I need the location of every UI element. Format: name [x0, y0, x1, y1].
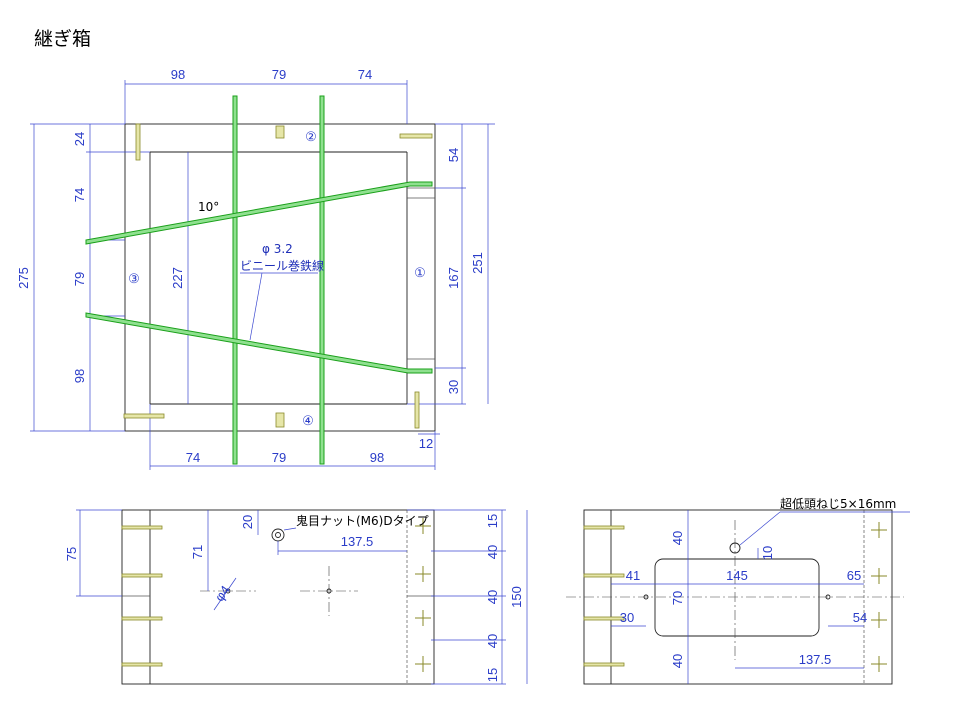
dim-phi4: φ4	[212, 583, 233, 604]
spring	[275, 125, 285, 139]
dim-right-40-a: 40	[485, 545, 500, 559]
dim-275: 275	[16, 267, 31, 289]
dim-10: 10	[760, 546, 775, 560]
side-view-1: 75 71 20 137.5 φ4 鬼目ナット(M6)Dタイプ 15 40 40…	[64, 509, 528, 685]
label-circle-3: ③	[128, 271, 140, 286]
wire-diagonal-upper	[85, 181, 433, 245]
nail	[123, 413, 165, 419]
dim-right-167: 167	[446, 267, 461, 289]
dim-right-40-b: 40	[485, 590, 500, 604]
opening	[654, 558, 820, 637]
dim-40-top: 40	[670, 531, 685, 545]
dim-left-74: 74	[72, 188, 87, 202]
dim-left-79: 79	[72, 272, 87, 286]
dim-71: 71	[190, 545, 205, 559]
dim-20: 20	[240, 515, 255, 529]
dim-top-98: 98	[171, 67, 185, 82]
nail	[399, 133, 433, 139]
dim-145: 145	[726, 568, 748, 583]
dim-right-54: 54	[446, 148, 461, 162]
dim-150: 150	[509, 586, 524, 608]
top-view: 98 79 74 74 79 98 12 275 24 74 79 98 227	[16, 67, 495, 470]
screw-icon	[729, 542, 741, 554]
angle-label: 10°	[198, 200, 219, 214]
dim-70: 70	[670, 591, 685, 605]
dim-right-30: 30	[446, 380, 461, 394]
nail	[414, 391, 420, 429]
dim-bottom-79: 79	[272, 450, 286, 465]
screw-label: 超低頭ねじ5×16mm	[780, 496, 896, 511]
dim-right-15-top: 15	[485, 514, 500, 528]
dim-right-15-bottom: 15	[485, 668, 500, 682]
dim-right-40-c: 40	[485, 634, 500, 648]
nut-label: 鬼目ナット(M6)Dタイプ	[296, 513, 429, 528]
wire-spec-label: φ 3.2	[262, 242, 293, 256]
dim-41: 41	[626, 568, 640, 583]
dim-12: 12	[419, 436, 433, 451]
dim-75: 75	[64, 547, 79, 561]
wire-vertical-2	[319, 95, 325, 465]
nail	[135, 123, 141, 161]
dim-left-98: 98	[72, 369, 87, 383]
wire-diagonal-lower	[85, 312, 433, 374]
label-circle-4: ④	[302, 413, 314, 428]
side-view-2: 超低頭ねじ5×16mm 40 10 41 145 65 70 30 54 40 …	[566, 496, 910, 685]
box-outline	[124, 123, 436, 432]
wire-vertical-1	[232, 95, 238, 465]
dim-137-5-b: 137.5	[799, 652, 832, 667]
dim-137-5: 137.5	[341, 534, 374, 549]
dim-left-24: 24	[72, 132, 87, 146]
dim-30: 30	[620, 610, 634, 625]
dim-251: 251	[470, 252, 485, 274]
page-title: 継ぎ箱	[34, 28, 92, 50]
dim-bottom-98: 98	[370, 450, 384, 465]
dim-top-79: 79	[272, 67, 286, 82]
nut-icon	[271, 528, 285, 542]
dim-227: 227	[170, 267, 185, 289]
dim-bottom-74: 74	[186, 450, 200, 465]
dim-40-bottom: 40	[670, 654, 685, 668]
spring	[275, 412, 285, 428]
dim-top-74: 74	[358, 67, 372, 82]
label-circle-1: ①	[414, 265, 426, 280]
wire-type-label: ビニール巻鉄線	[240, 258, 324, 273]
label-circle-2: ②	[305, 129, 317, 144]
dim-65: 65	[847, 568, 861, 583]
dim-54: 54	[853, 610, 867, 625]
side-outline-1	[121, 509, 435, 685]
